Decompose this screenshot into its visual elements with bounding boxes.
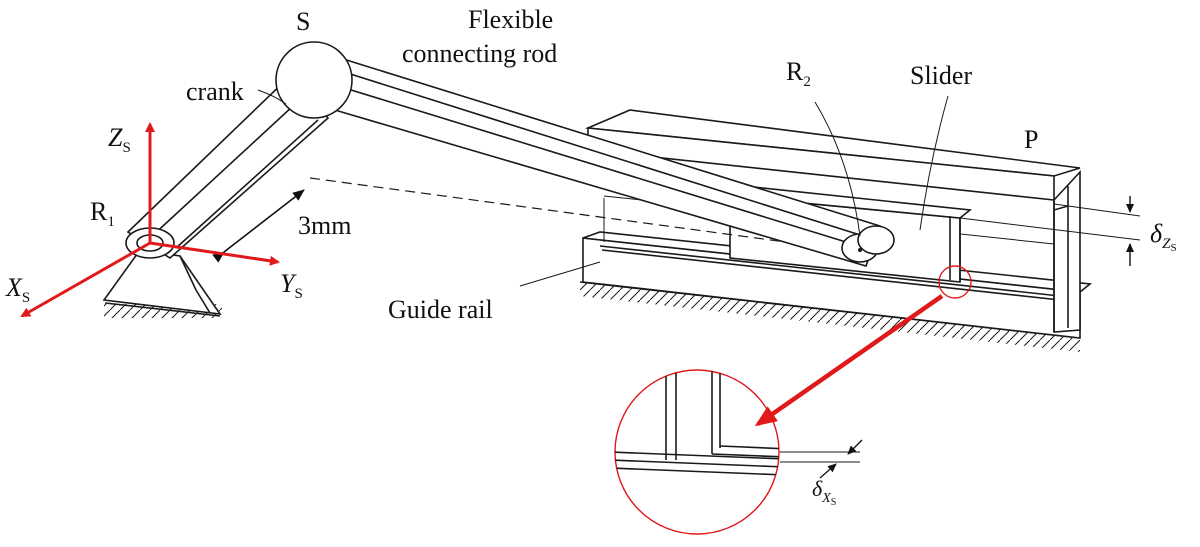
label-delta-xs: δXS <box>812 476 836 508</box>
magnifier <box>614 265 972 535</box>
zoom-contents <box>615 370 779 479</box>
label-p: P <box>1024 125 1038 154</box>
label-gap: 3mm <box>298 211 351 240</box>
label-rod-line1: Flexible <box>468 5 553 34</box>
s-joint-ball <box>275 41 353 119</box>
label-slider: Slider <box>910 61 972 90</box>
label-delta-zs: δZS <box>1150 219 1177 254</box>
label-ys: YS <box>280 269 303 302</box>
gap-dimension-arrow <box>212 189 305 263</box>
magnify-target-circle <box>938 265 972 299</box>
guide-rail-leader <box>519 261 601 287</box>
label-zs: ZS <box>108 123 131 156</box>
label-rod-line2: connecting rod <box>402 39 557 68</box>
label-s: S <box>296 7 310 36</box>
slider-housing <box>584 109 1081 333</box>
magnify-pointer-arrow <box>754 294 944 427</box>
r2-pin <box>841 225 895 263</box>
ys-axis <box>149 241 280 266</box>
coordinate-frame <box>20 122 280 318</box>
label-crank: crank <box>186 77 244 106</box>
delta-zs-dimension <box>959 196 1141 266</box>
crank-leader <box>257 89 287 105</box>
slider-leader <box>919 95 949 231</box>
label-r2: R2 <box>786 57 811 90</box>
label-guide-rail: Guide rail <box>388 295 493 324</box>
r2-leader <box>814 101 861 237</box>
xs-axis <box>20 241 151 318</box>
label-xs: XS <box>5 273 30 306</box>
connecting-rod <box>327 56 882 267</box>
leader-lines <box>257 89 949 287</box>
zoom-circle <box>614 369 780 535</box>
label-r1: R1 <box>90 197 115 230</box>
reference-dashed-line <box>309 177 861 253</box>
